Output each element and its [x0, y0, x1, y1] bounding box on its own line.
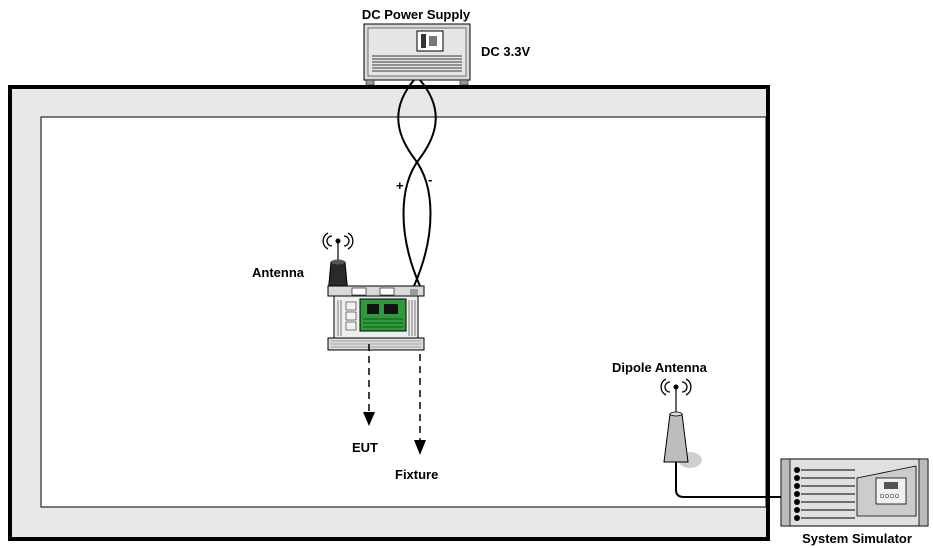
- eut-pointer-arrow: [363, 344, 375, 426]
- eut-label: EUT: [352, 440, 378, 455]
- dc-power-supply: [363, 23, 471, 86]
- fixture-label: Fixture: [395, 467, 438, 482]
- power-cable: [397, 79, 437, 287]
- plus-terminal-label: +: [396, 178, 404, 193]
- eut-fixture-device: [327, 285, 425, 351]
- rf-cable: [675, 462, 788, 498]
- dipole-antenna-icon: [660, 378, 702, 468]
- power-supply-label: DC Power Supply: [362, 7, 471, 22]
- pcb-board: [359, 298, 407, 332]
- antenna-label: Antenna: [252, 265, 305, 280]
- system-simulator-label: System Simulator: [802, 531, 912, 546]
- fixture-pointer-arrow: [414, 354, 426, 455]
- chamber: [8, 85, 770, 541]
- minus-terminal-label: -: [428, 172, 432, 187]
- system-simulator: [780, 458, 929, 527]
- voltage-label: DC 3.3V: [481, 44, 530, 59]
- dipole-antenna-label: Dipole Antenna: [612, 360, 708, 375]
